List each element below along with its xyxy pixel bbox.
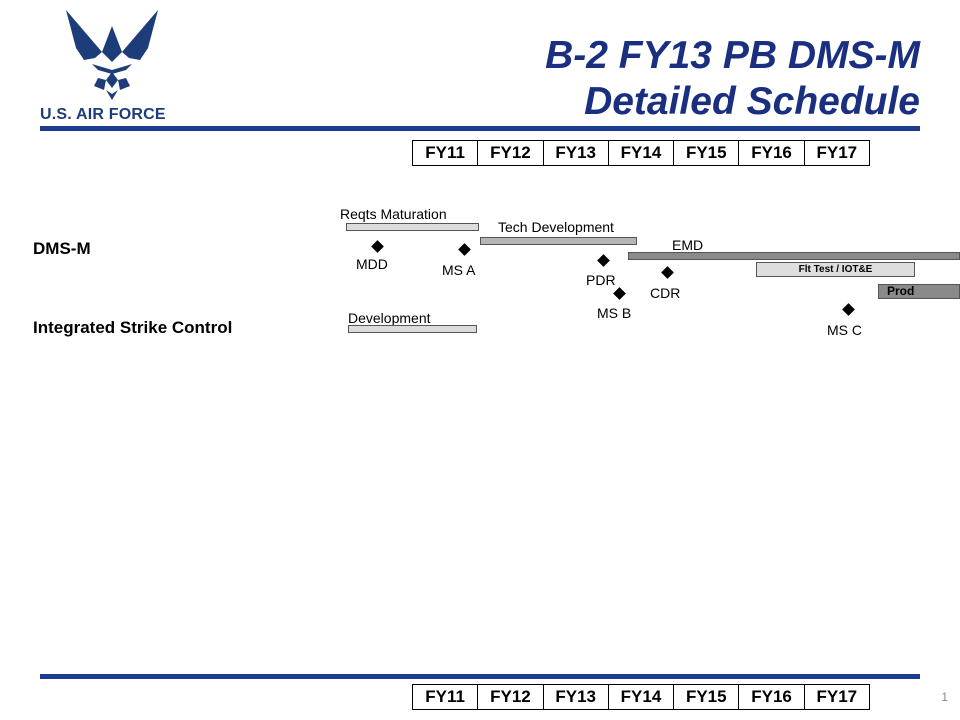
fy-cell: FY17 <box>803 685 869 709</box>
air-force-logo: U.S. AIR FORCE <box>40 8 190 126</box>
fy-cell: FY15 <box>673 685 738 709</box>
logo-text: U.S. AIR FORCE <box>40 106 166 123</box>
cdr-milestone-diamond <box>661 266 674 279</box>
page-title: B-2 FY13 PB DMS-M Detailed Schedule <box>545 33 920 125</box>
reqts-maturation-label: Reqts Maturation <box>340 206 447 222</box>
fiscal-year-header-top: FY11 FY12 FY13 FY14 FY15 FY16 FY17 <box>412 140 870 166</box>
fy-cell: FY16 <box>738 685 803 709</box>
pdr-milestone-diamond <box>597 254 610 267</box>
ms-a-milestone-diamond <box>458 243 471 256</box>
development-label: Development <box>348 310 431 326</box>
fy-cell: FY16 <box>738 141 803 165</box>
fiscal-year-header-bottom: FY11 FY12 FY13 FY14 FY15 FY16 FY17 <box>412 684 870 710</box>
flt-test-bar: Flt Test / IOT&E <box>756 262 915 277</box>
title-line-2: Detailed Schedule <box>584 80 920 123</box>
mdd-milestone-label: MDD <box>356 256 388 272</box>
ms-b-milestone-label: MS B <box>597 305 632 321</box>
ms-c-milestone-diamond <box>842 303 855 316</box>
fy-cell: FY11 <box>425 143 465 162</box>
row-label-dms-m: DMS-M <box>33 239 91 258</box>
tech-development-bar <box>480 237 637 245</box>
fy-cell: FY11 <box>425 687 465 706</box>
header-rule <box>40 126 920 131</box>
development-bar <box>348 325 477 333</box>
reqts-maturation-bar <box>346 223 479 231</box>
tech-development-label: Tech Development <box>498 219 614 235</box>
page-number: 1 <box>941 690 948 704</box>
pdr-milestone-label: PDR <box>586 272 616 288</box>
cdr-milestone-label: CDR <box>650 285 681 301</box>
ms-c-milestone-label: MS C <box>827 322 862 338</box>
ms-a-milestone-label: MS A <box>442 262 476 278</box>
fy-cell: FY13 <box>542 685 608 709</box>
fy-cell: FY13 <box>542 141 608 165</box>
fy-cell: FY14 <box>607 685 673 709</box>
fy-cell: FY12 <box>477 685 542 709</box>
fy-cell: FY17 <box>803 141 869 165</box>
row-label-integrated-strike-control: Integrated Strike Control <box>33 318 233 337</box>
emd-label: EMD <box>672 237 704 253</box>
fy-cell: FY15 <box>673 141 738 165</box>
title-line-1: B-2 FY13 PB DMS-M <box>545 34 920 77</box>
emd-bar <box>628 252 960 260</box>
air-force-wings-icon <box>66 10 158 100</box>
fy-cell: FY12 <box>477 141 542 165</box>
ms-b-milestone-diamond <box>613 287 626 300</box>
prod-bar: Prod <box>878 284 960 299</box>
mdd-milestone-diamond <box>371 240 384 253</box>
footer-rule <box>40 674 920 679</box>
fy-cell: FY14 <box>607 141 673 165</box>
